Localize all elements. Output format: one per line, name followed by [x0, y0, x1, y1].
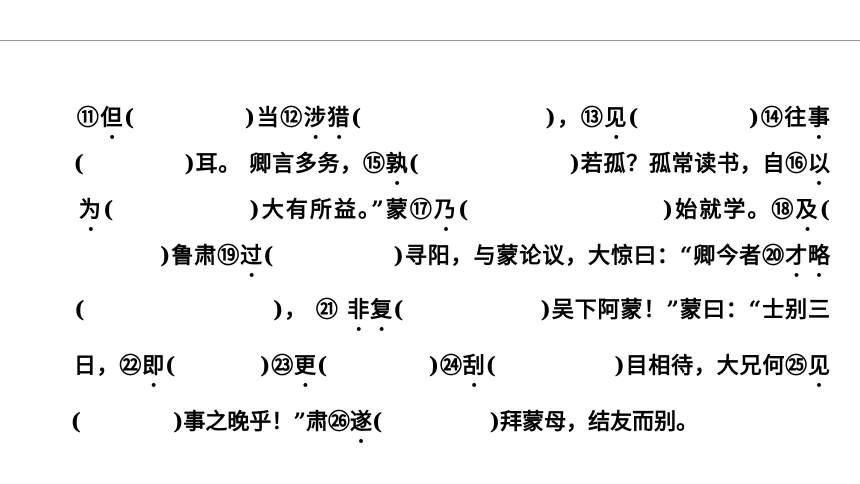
text-line-4: )鲁肃⑲过( )寻阳，与蒙论议，大惊曰：“卿今者⑳才略 — [74, 243, 830, 269]
text-line-7: ( )事之晚乎！”肃㉖遂( )拜蒙母，结友而别。 — [70, 409, 699, 435]
text-line-5: ( )， ㉑ 非复( )吴下阿蒙！”蒙曰：“士别三 — [74, 297, 831, 323]
text-line-1: ⑪但( )当⑫涉猎( )，⑬见( )⑭往事 — [76, 105, 830, 131]
top-divider — [0, 40, 860, 41]
text-line-6: 日，㉒即( )㉓更( )㉔刮( )目相待，大兄何㉕见 — [73, 353, 830, 379]
text-line-2: ( )耳。 卿言多务，⑮孰( )若孤？孤常读书，自⑯以 — [73, 151, 830, 177]
text-line-3: 为( )大有所益。”蒙⑰乃( )始就学。⑱及( — [78, 197, 830, 223]
